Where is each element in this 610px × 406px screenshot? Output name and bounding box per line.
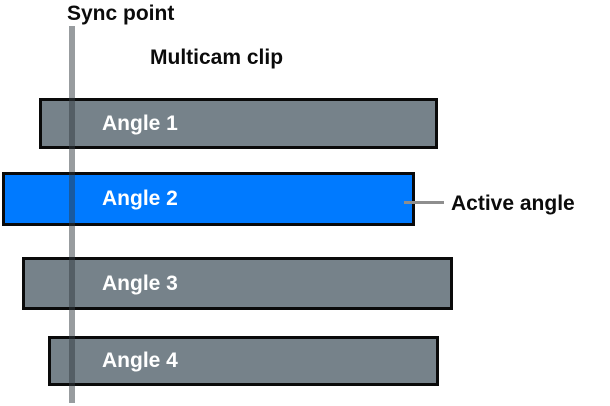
angle-1-label: Angle 1	[102, 111, 178, 135]
sync-point-label: Sync point	[67, 2, 175, 25]
angle-2-label: Angle 2	[102, 187, 178, 210]
angle-4-label: Angle 4	[102, 349, 178, 372]
angle-4-bar: Angle 4	[48, 336, 439, 386]
multicam-clip-title: Multicam clip	[150, 46, 284, 69]
angle-3-label: Angle 3	[102, 271, 178, 295]
active-angle-callout-line	[404, 201, 444, 204]
active-angle-label: Active angle	[451, 192, 575, 215]
angle-1-bar: Angle 1	[39, 98, 438, 149]
angle-2-bar-active: Angle 2	[2, 172, 415, 226]
angle-3-bar: Angle 3	[22, 257, 453, 310]
sync-point-line	[69, 26, 75, 403]
